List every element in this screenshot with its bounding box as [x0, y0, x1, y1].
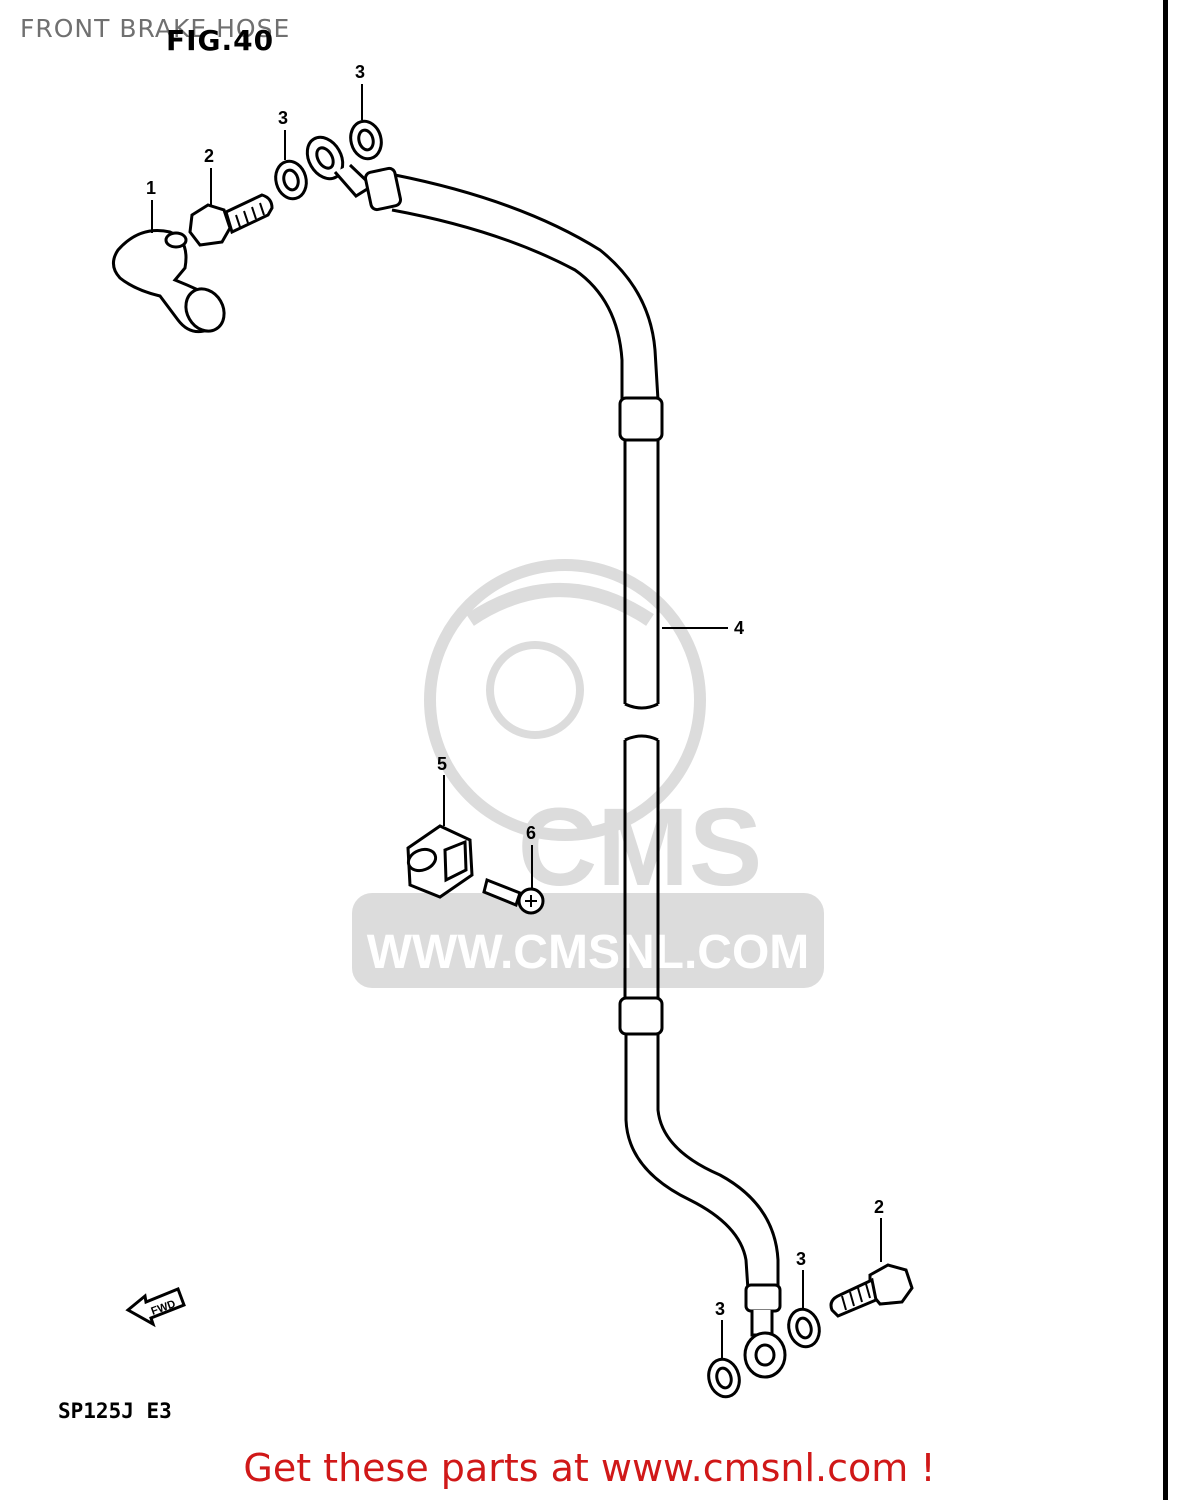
callout-5: 5 [437, 754, 447, 774]
watermark-url: WWW.CMSNL.COM [367, 926, 810, 979]
union-bolt-icon-bottom [829, 1263, 914, 1318]
page-title: FRONT BRAKE HOSE [20, 14, 291, 43]
watermark-banner [352, 893, 824, 988]
callout-3-bottom-b: 3 [715, 1299, 725, 1319]
gasket-washer-icon-bottom [707, 1307, 821, 1399]
callout-3-bottom-a: 3 [796, 1249, 806, 1269]
callout-6: 6 [526, 823, 536, 843]
watermark [424, 559, 706, 841]
callout-2-bottom: 2 [874, 1197, 884, 1217]
union-bolt-icon [188, 193, 274, 247]
footer-link[interactable]: Get these parts at www.cmsnl.com ! [243, 1446, 936, 1490]
fwd-arrow-icon: FWD [125, 1287, 186, 1328]
brake-hose-icon [305, 135, 787, 1379]
callout-4: 4 [734, 618, 744, 638]
callout-1: 1 [146, 178, 156, 198]
hose-clamp-icon [406, 824, 474, 899]
callout-3-top-a: 3 [278, 108, 288, 128]
watermark-mascot-icon [424, 559, 706, 841]
gasket-washer-icon [274, 119, 383, 201]
callout-3-top-b: 3 [355, 62, 365, 82]
model-code: SP125J E3 [58, 1399, 172, 1423]
cap-icon [112, 229, 226, 334]
page-border [1163, 0, 1168, 1500]
figure-label: FIG.40 [166, 24, 275, 57]
callout-2-top: 2 [204, 146, 214, 166]
watermark-logo: CMS [518, 786, 762, 909]
